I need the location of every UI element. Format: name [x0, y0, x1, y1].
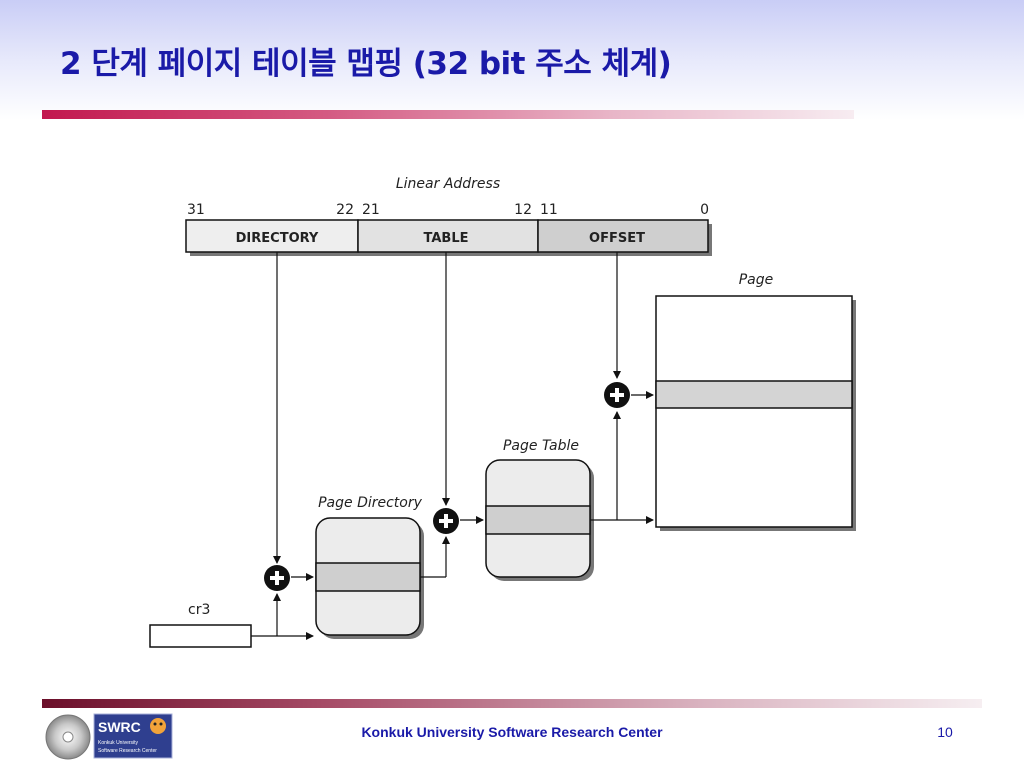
linear-address-label: Linear Address [396, 176, 500, 192]
swrc-logo: SWRC Konkuk University Software Research… [45, 713, 173, 760]
bit-label-11: 11 [540, 202, 558, 218]
page-entry [655, 380, 853, 409]
adder-page [604, 382, 630, 408]
offset-field-label: OFFSET [589, 231, 645, 246]
bit-label-12: 12 [514, 202, 532, 218]
bit-label-21: 21 [362, 202, 380, 218]
page-number: 10 [937, 724, 953, 740]
page-table-label: Page Table [503, 438, 579, 454]
offset-field [537, 219, 709, 253]
page-label: Page [739, 272, 774, 288]
page-table-entry [485, 505, 591, 535]
adder-page-directory [264, 565, 290, 591]
page-directory-entry [315, 562, 421, 592]
page-box [655, 295, 853, 528]
bit-label-0: 0 [700, 202, 709, 218]
cr3-register [149, 624, 252, 648]
footer-divider [42, 699, 982, 708]
bit-label-22: 22 [336, 202, 354, 218]
logo-line-2: Software Research Center [98, 748, 157, 754]
logo-text: SWRC [98, 719, 141, 735]
bit-label-31: 31 [187, 202, 205, 218]
mascot-icon [150, 718, 166, 734]
cr3-label: cr3 [188, 602, 210, 618]
table-field-label: TABLE [424, 231, 469, 246]
directory-field-label: DIRECTORY [236, 231, 319, 246]
table-field [357, 219, 539, 253]
title-divider [42, 110, 854, 119]
page-directory-label: Page Directory [318, 495, 423, 511]
logo-line-1: Konkuk University [98, 740, 139, 746]
slide-title: 2 단계 페이지 테이블 맵핑 (32 bit 주소 체계) [60, 46, 672, 82]
footer-text: Konkuk University Software Research Cent… [361, 724, 663, 740]
adder-page-table [433, 508, 459, 534]
